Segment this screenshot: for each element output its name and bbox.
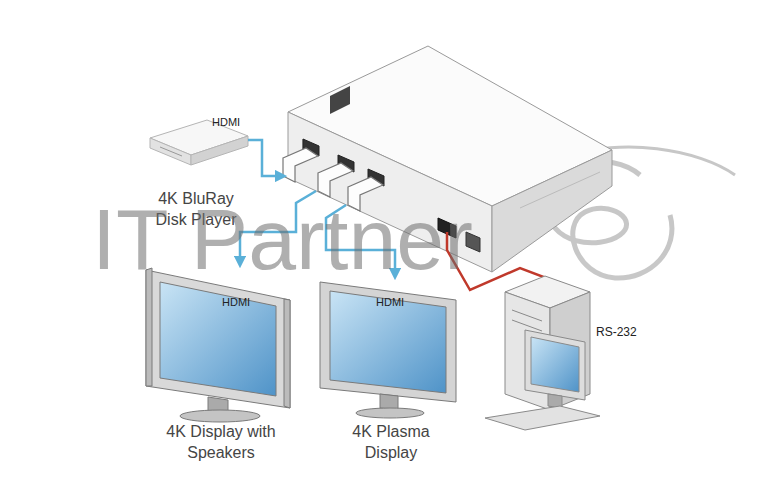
cable-label: HDMI (376, 296, 404, 308)
watermark: IT Partner (92, 192, 473, 287)
caption-text: 4K Plasma Display (340, 421, 442, 463)
display-with-speakers (146, 268, 290, 422)
display-caption: 4K Display with Speakers (154, 421, 288, 463)
cable-label: RS-232 (596, 326, 637, 339)
cable-label: HDMI (212, 116, 240, 128)
cable-label: HDMI (222, 296, 250, 308)
caption-text: 4K Display with Speakers (154, 421, 288, 463)
display-caption: 4K Plasma Display (340, 421, 442, 463)
computer (485, 276, 600, 430)
plasma-display (320, 282, 456, 418)
